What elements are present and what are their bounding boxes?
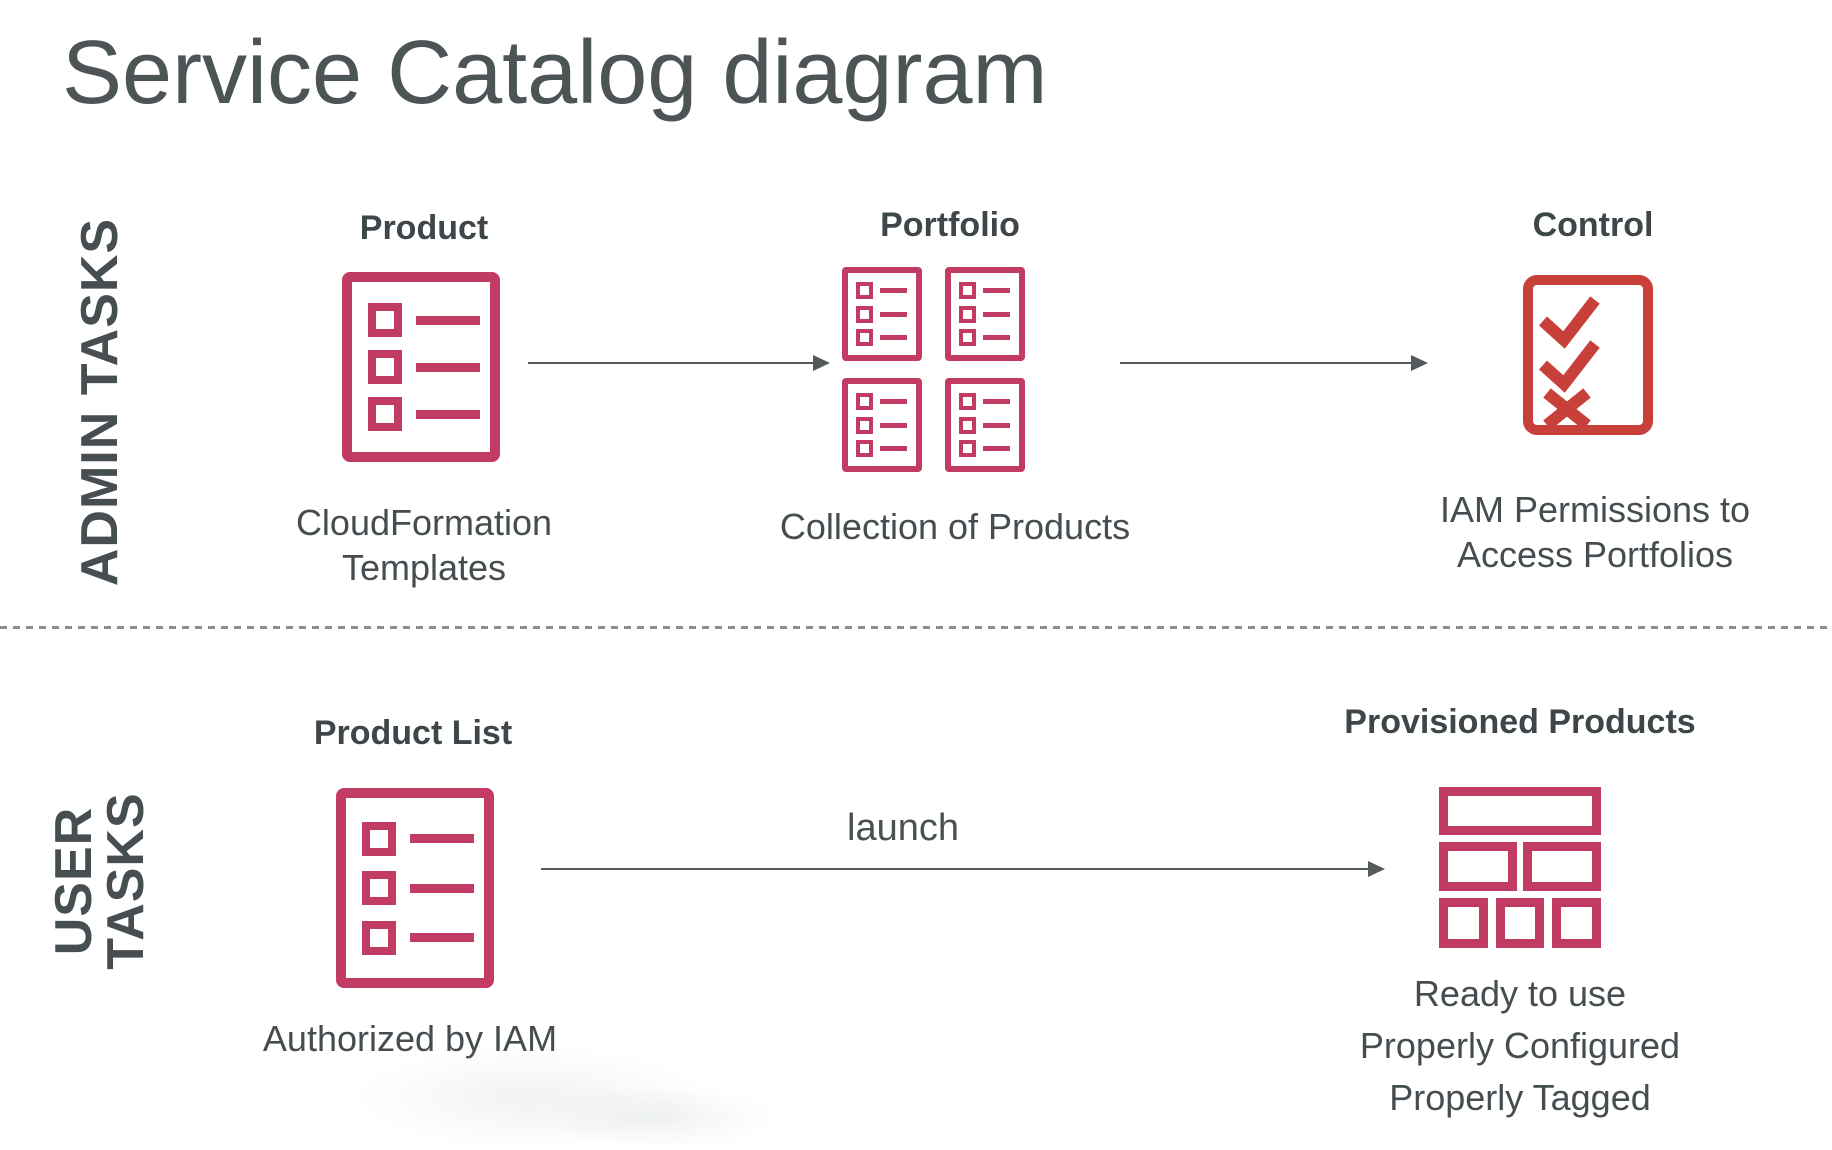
bullet-square <box>368 303 402 337</box>
product-document-icon <box>342 272 500 462</box>
brick <box>1552 898 1602 948</box>
list-item <box>856 282 912 300</box>
text-line <box>410 834 474 843</box>
list-item <box>362 920 474 955</box>
product-list-document-icon <box>336 788 494 988</box>
list-item <box>959 393 1015 411</box>
product-caption: CloudFormation Templates <box>295 502 553 588</box>
brick <box>1495 898 1545 948</box>
bullet-square <box>959 393 976 411</box>
page-title: Service Catalog diagram <box>62 23 1048 123</box>
launch-arrow-label: launch <box>847 807 959 849</box>
bullet-square <box>959 328 976 346</box>
text-line <box>983 422 1010 428</box>
user-tasks-label: USER TASKS <box>45 792 155 970</box>
control-caption: IAM Permissions to Access Portfolios <box>1439 489 1751 575</box>
text-line <box>880 288 907 294</box>
checklist-marks <box>1538 296 1600 429</box>
bullet-square <box>959 439 976 457</box>
arrowhead-icon <box>813 355 830 371</box>
cross-icon <box>1543 388 1591 429</box>
portfolio-heading: Portfolio <box>880 206 1020 244</box>
text-line <box>983 311 1010 317</box>
brick <box>1439 842 1517 891</box>
bullet-square <box>959 305 976 323</box>
bullet-square <box>362 871 396 905</box>
text-line <box>880 334 907 340</box>
arrowhead-icon <box>1411 355 1428 371</box>
bullet-square <box>856 328 873 346</box>
list-item <box>959 416 1015 434</box>
checkmark-icon <box>1538 340 1600 393</box>
brick <box>1523 842 1601 891</box>
control-heading: Control <box>1532 206 1654 244</box>
provisioned-products-bricks-icon <box>1439 787 1602 948</box>
brick-row <box>1439 898 1602 948</box>
product-heading: Product <box>359 209 489 247</box>
faint-smudge <box>540 1085 780 1150</box>
list-item <box>856 416 912 434</box>
list-item <box>368 303 480 337</box>
mini-document-icon <box>945 378 1025 472</box>
bullet-square <box>856 393 873 411</box>
list-item <box>856 393 912 411</box>
mini-document-icon <box>842 267 922 361</box>
control-checklist-icon <box>1523 275 1653 435</box>
text-line <box>983 445 1010 451</box>
text-line <box>410 883 474 893</box>
bullet-square <box>856 305 873 323</box>
bullet-square <box>856 416 873 434</box>
list-item <box>959 328 1015 346</box>
arrow-portfolio-to-control <box>1120 362 1412 364</box>
dashed-divider <box>0 626 1832 629</box>
mini-document-icon <box>945 267 1025 361</box>
brick <box>1439 898 1488 948</box>
text-line <box>880 422 907 428</box>
text-line <box>416 362 480 372</box>
product-list-caption: Authorized by IAM <box>262 1018 558 1059</box>
text-line <box>416 315 480 325</box>
bullet-square <box>856 282 873 300</box>
list-item <box>856 328 912 346</box>
portfolio-documents-grid-icon <box>842 267 1025 472</box>
text-line <box>983 288 1010 294</box>
bullet-square <box>362 920 396 955</box>
checkmark-icon <box>1538 296 1600 349</box>
bullet-square <box>959 282 976 300</box>
list-item <box>856 439 912 457</box>
bullet-square <box>368 397 402 431</box>
list-item <box>959 282 1015 300</box>
text-line <box>880 311 907 317</box>
text-line <box>983 334 1010 340</box>
bullet-square <box>368 350 402 384</box>
list-item <box>959 439 1015 457</box>
admin-tasks-label: ADMIN TASKS <box>71 217 129 587</box>
arrow-launch <box>541 868 1369 870</box>
brick-row <box>1439 842 1601 891</box>
list-item <box>959 305 1015 323</box>
provisioned-products-heading: Provisioned Products <box>1344 703 1696 741</box>
bullet-square <box>362 821 396 856</box>
text-line <box>416 409 480 419</box>
text-line <box>410 933 474 942</box>
text-line <box>880 399 907 405</box>
mini-document-icon <box>842 378 922 472</box>
list-item <box>368 397 480 431</box>
provisioned-products-caption: Ready to use Properly Configured Properl… <box>1359 973 1681 1119</box>
brick <box>1439 787 1601 835</box>
arrow-product-to-portfolio <box>528 362 814 364</box>
text-line <box>880 445 907 451</box>
list-item <box>362 871 474 905</box>
product-list-heading: Product List <box>313 714 513 752</box>
list-item <box>362 821 474 856</box>
list-item <box>368 350 480 384</box>
list-item <box>856 305 912 323</box>
bullet-square <box>856 439 873 457</box>
portfolio-caption: Collection of Products <box>779 506 1131 547</box>
bullet-square <box>959 416 976 434</box>
text-line <box>983 399 1010 405</box>
arrowhead-icon <box>1368 861 1385 877</box>
